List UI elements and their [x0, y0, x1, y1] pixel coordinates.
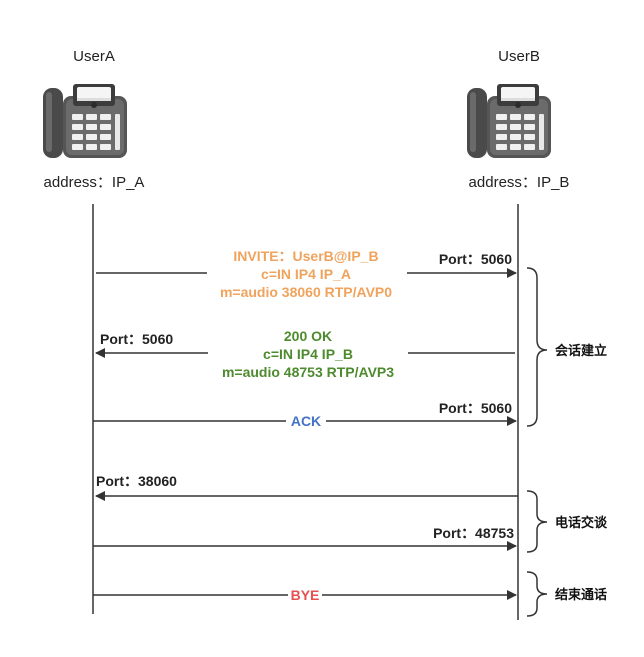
- phase-end-label: 结束通话: [555, 587, 607, 603]
- invite-line-3: m=audio 38060 RTP/AVP0: [220, 284, 392, 300]
- user-b-name: UserB: [498, 48, 540, 65]
- desk-phone-icon: [43, 84, 127, 158]
- phase-talk-label: 电话交谈: [555, 515, 608, 531]
- brace-talk: [526, 490, 548, 553]
- rtp-to-b-port-label: Port：48753: [433, 525, 514, 541]
- phase-setup-label: 会话建立: [555, 343, 607, 359]
- ack-port-label: Port：5060: [439, 400, 512, 416]
- brace-setup: [526, 267, 548, 427]
- invite-port-label: Port：5060: [439, 251, 512, 267]
- ok-line-3: m=audio 48753 RTP/AVP3: [222, 364, 394, 380]
- ok-line-2: c=IN IP4 IP_B: [263, 346, 353, 362]
- ok-line-1: 200 OK: [284, 328, 332, 344]
- invite-line-2: c=IN IP4 IP_A: [261, 266, 351, 282]
- invite-line-1: INVITE：UserB@IP_B: [233, 248, 378, 264]
- ok-port-label: Port：5060: [100, 331, 173, 347]
- user-b-address: address：IP_B: [469, 174, 570, 191]
- user-a-address: address：IP_A: [44, 174, 145, 191]
- ack-label: ACK: [291, 413, 321, 429]
- bye-label: BYE: [291, 587, 320, 603]
- desk-phone-icon: [467, 84, 551, 158]
- brace-end: [526, 571, 548, 617]
- user-a-name: UserA: [73, 48, 115, 65]
- rtp-to-a-port-label: Port：38060: [96, 473, 177, 489]
